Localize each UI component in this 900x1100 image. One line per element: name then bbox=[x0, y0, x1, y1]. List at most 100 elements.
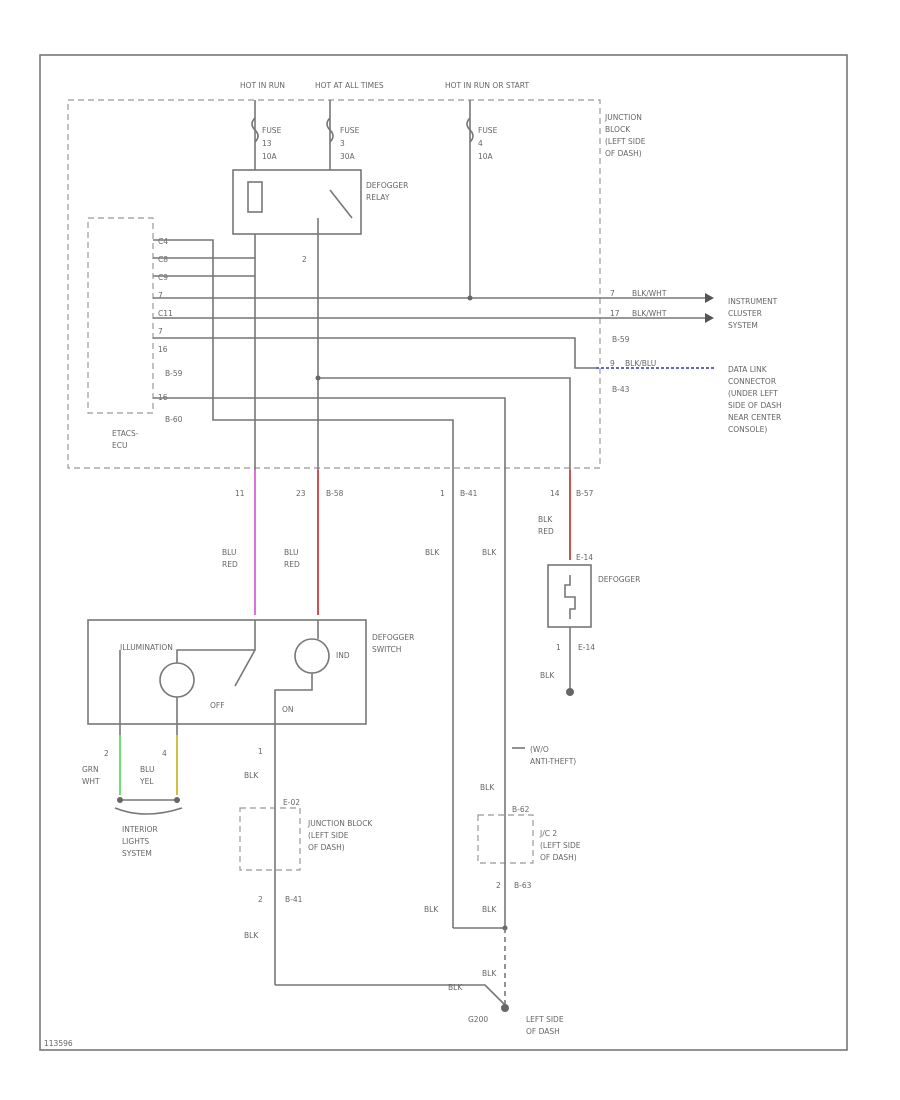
illumination-label: ILLUMINATION bbox=[120, 643, 173, 652]
hot-at-all-times-label: HOT AT ALL TIMES bbox=[315, 81, 384, 90]
relay-label-1: DEFOGGER bbox=[366, 181, 408, 190]
ecu-pin-7b: 7 bbox=[158, 327, 163, 336]
fuse-3-rating: 30A bbox=[340, 152, 356, 161]
br-blk-3: BLK bbox=[482, 969, 497, 978]
cluster-label-1: INSTRUMENT bbox=[728, 297, 778, 306]
fuse-3-symbol bbox=[326, 117, 334, 143]
jb-pin-11: 11 bbox=[235, 489, 245, 498]
diagram-frame bbox=[39, 54, 848, 1051]
fuse-3-label: FUSE bbox=[340, 126, 360, 135]
indicator-lamp bbox=[294, 638, 330, 674]
fuse-4-symbol bbox=[466, 117, 474, 143]
datalink-label-3: (UNDER LEFT bbox=[728, 389, 778, 398]
switch-on-label: ON bbox=[282, 705, 294, 714]
interior-label-1: INTERIOR bbox=[122, 825, 158, 834]
wire-blk-b: BLK bbox=[482, 548, 497, 557]
interior-label-2: LIGHTS bbox=[122, 837, 149, 846]
jc2-conn: B-62 bbox=[512, 805, 530, 814]
defogger-pin: 1 bbox=[556, 643, 561, 652]
datalink-label-5: NEAR CENTER bbox=[728, 413, 781, 422]
ground-label: G200 bbox=[468, 1015, 488, 1024]
cluster-wire-2: BLK/WHT bbox=[632, 309, 667, 318]
defogger-element-symbol bbox=[564, 575, 576, 619]
ecu-pin-c11: C11 bbox=[158, 309, 173, 318]
relay-pin-label: 2 bbox=[302, 255, 307, 264]
cluster-wire-1: BLK/WHT bbox=[632, 289, 667, 298]
jb-ground-outline bbox=[239, 807, 301, 871]
junction-block-label-1: JUNCTION bbox=[604, 113, 642, 122]
cluster-pin-1: 7 bbox=[610, 289, 615, 298]
jb-conn-b58: B-58 bbox=[326, 489, 344, 498]
etacs-ecu-outline bbox=[87, 217, 154, 414]
jb-conn-b57: B-57 bbox=[576, 489, 594, 498]
jc2-label-1: J/C 2 bbox=[539, 829, 557, 838]
jb-ground-conn2: B-41 bbox=[285, 895, 303, 904]
switch-label-1: DEFOGGER bbox=[372, 633, 414, 642]
wire-blu-1: BLU bbox=[140, 765, 154, 774]
wire-grn-2: WHT bbox=[82, 777, 100, 786]
ecu-connector-b59: B-59 bbox=[165, 369, 183, 378]
ecu-pin-c4: C4 bbox=[158, 237, 168, 246]
datalink-label-6: CONSOLE) bbox=[728, 425, 767, 434]
jb-pin-14: 14 bbox=[550, 489, 560, 498]
cluster-arrow-1 bbox=[705, 293, 714, 303]
jb-pin-23: 23 bbox=[296, 489, 306, 498]
bl-pin-4: 4 bbox=[162, 749, 167, 758]
wire-1-color-2: RED bbox=[222, 560, 238, 569]
jb-ground-wire: BLK bbox=[244, 931, 259, 940]
relay-label-2: RELAY bbox=[366, 193, 390, 202]
defogger-switch-box bbox=[87, 619, 367, 725]
defogger-conn: E-14 bbox=[578, 643, 595, 652]
antitheft-note-2: ANTI-THEFT) bbox=[530, 757, 576, 766]
wire-4-color-1: BLK bbox=[538, 515, 553, 524]
figure-id: 113596 bbox=[44, 1039, 73, 1048]
wire-4-color-2: RED bbox=[538, 527, 554, 536]
fuse-4-number: 4 bbox=[478, 139, 483, 148]
datalink-label-2: CONNECTOR bbox=[728, 377, 776, 386]
jb-pin-1: 1 bbox=[440, 489, 445, 498]
jc2-conn2: B-63 bbox=[514, 881, 532, 890]
hot-in-run-or-start-label: HOT IN RUN OR START bbox=[445, 81, 529, 90]
ecu-pin-c8: C8 bbox=[158, 255, 168, 264]
wire-2-color-2: RED bbox=[284, 560, 300, 569]
jc2-pin: 2 bbox=[496, 881, 501, 890]
ground-location-1: LEFT SIDE bbox=[526, 1015, 564, 1024]
cluster-pin-2: 17 bbox=[610, 309, 620, 318]
sw-ground-pin: 1 bbox=[258, 747, 263, 756]
sw-ground-wire: BLK bbox=[244, 771, 259, 780]
datalink-wire: BLK/BLU bbox=[625, 359, 656, 368]
wire-1-color-1: BLU bbox=[222, 548, 236, 557]
fuse-13-symbol bbox=[251, 117, 259, 143]
indicator-label: IND bbox=[336, 651, 350, 660]
jb-ground-conn: E-02 bbox=[283, 798, 300, 807]
jc2-label-3: OF DASH) bbox=[540, 853, 577, 862]
wire-blu-2: YEL bbox=[139, 777, 154, 786]
cluster-label-2: CLUSTER bbox=[728, 309, 762, 318]
jc2-label-2: (LEFT SIDE bbox=[540, 841, 581, 850]
jb-ground-label-2: (LEFT SIDE bbox=[308, 831, 349, 840]
fuse-13-label: FUSE bbox=[262, 126, 282, 135]
fuse-13-rating: 10A bbox=[262, 152, 278, 161]
defogger-relay-box bbox=[232, 169, 362, 235]
jb-conn-b41: B-41 bbox=[460, 489, 478, 498]
fuse-4-label: FUSE bbox=[478, 126, 498, 135]
defogger-label: DEFOGGER bbox=[598, 575, 640, 584]
br-wire-top: BLK bbox=[480, 783, 495, 792]
switch-label-2: SWITCH bbox=[372, 645, 401, 654]
br-blk-2: BLK bbox=[482, 905, 497, 914]
junction-block-label-3: (LEFT SIDE bbox=[605, 137, 646, 146]
hot-in-run-label: HOT IN RUN bbox=[240, 81, 285, 90]
cluster-label-3: SYSTEM bbox=[728, 321, 758, 330]
wire-2-color-1: BLU bbox=[284, 548, 298, 557]
br-blk-1: BLK bbox=[424, 905, 439, 914]
br-blk-4: BLK bbox=[448, 983, 463, 992]
datalink-label-1: DATA LINK bbox=[728, 365, 768, 374]
datalink-pin: 9 bbox=[610, 359, 615, 368]
cluster-arrow-2 bbox=[705, 313, 714, 323]
defogger-top-conn: E-14 bbox=[576, 553, 593, 562]
junction-block-outline bbox=[67, 99, 601, 469]
jb-ground-label-3: OF DASH) bbox=[308, 843, 345, 852]
wire-blk-a: BLK bbox=[425, 548, 440, 557]
illumination-lamp bbox=[159, 662, 195, 698]
